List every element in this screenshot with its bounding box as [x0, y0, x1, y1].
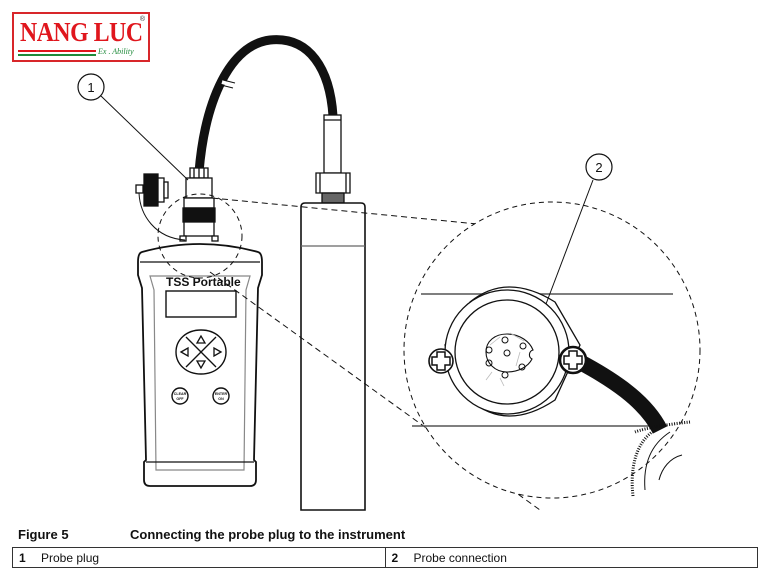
- legend-label: Probe plug: [41, 550, 100, 565]
- legend-number: 2: [391, 550, 399, 565]
- legend-item: 1 Probe plug: [13, 548, 385, 567]
- callout-1-number: 1: [87, 80, 94, 95]
- legend-table: 1 Probe plug 2 Probe connection: [12, 547, 758, 568]
- figure-title: Connecting the probe plug to the instrum…: [130, 527, 406, 542]
- clear-button-label: CLEAR: [174, 392, 187, 396]
- logo-red-line: [18, 50, 96, 52]
- legend-label: Probe connection: [413, 550, 507, 565]
- left-arrow-key: [179, 346, 189, 358]
- off-button-label: OFF: [176, 397, 184, 401]
- cable-break-mark: [220, 79, 237, 89]
- logo-green-line: [18, 54, 96, 56]
- brand-logo: NANG LUC ® Ex . Ability: [12, 12, 150, 62]
- detail-zone-circle: [157, 193, 243, 279]
- callout-2: [545, 153, 613, 305]
- magnified-detail: [403, 153, 701, 499]
- enter-button-label: ENTER: [215, 392, 228, 396]
- legend-item: 2 Probe connection: [384, 548, 758, 567]
- probe-plug: [179, 167, 219, 242]
- device-label: TSS Portable: [166, 275, 241, 289]
- on-button-label: ON: [218, 397, 224, 401]
- callout-1: [77, 73, 189, 181]
- dust-cap: [135, 173, 186, 241]
- probe-sensor: [300, 114, 366, 511]
- probe-cable: [194, 35, 338, 173]
- figure-illustration: TSS Portable 1 2 CLEAR OFF ENTER ON: [77, 35, 701, 511]
- right-screw: [558, 345, 588, 375]
- callout-2-number: 2: [595, 160, 602, 175]
- left-screw: [428, 348, 454, 374]
- right-arrow-key: [213, 346, 223, 358]
- logo-registered-mark: ®: [139, 16, 145, 23]
- legend-number: 1: [19, 550, 26, 565]
- up-arrow-key: [195, 334, 207, 344]
- logo-tagline: Ex . Ability: [98, 47, 134, 56]
- enter-on-button: [212, 387, 230, 405]
- clear-off-button: [171, 387, 189, 405]
- keypad: [171, 329, 230, 405]
- logo-brand-text: NANG LUC: [20, 17, 143, 47]
- figure-number: Figure 5: [18, 527, 69, 542]
- down-arrow-key: [195, 360, 207, 370]
